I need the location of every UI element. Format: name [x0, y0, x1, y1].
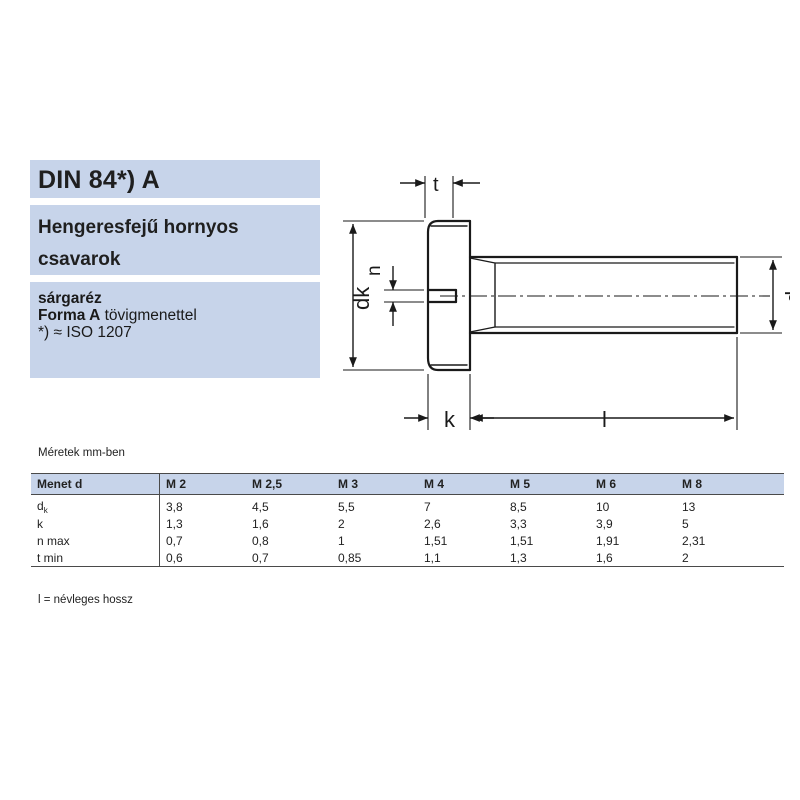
- table-cell: 2: [676, 549, 784, 567]
- table-cell: 13: [682, 499, 696, 514]
- row-label-subscript: k: [43, 505, 48, 515]
- screw-technical-drawing: t n dk d k l: [343, 174, 790, 432]
- table-cell: 0,85: [332, 549, 418, 567]
- column-header: M 2,5: [246, 473, 332, 495]
- table-row: k 1,3 1,6 2 2,6 3,3 3,9 5: [31, 515, 784, 532]
- table-header-row: Menet d M 2 M 2,5 M 3 M 4 M 5 M 6 M 8: [31, 473, 784, 495]
- table-row: t min 0,6 0,7 0,85 1,1 1,3 1,6 2: [31, 549, 784, 567]
- label-dk: dk: [349, 286, 374, 310]
- row-label-main: d: [37, 498, 44, 513]
- table-cell: 2: [338, 516, 345, 531]
- table-row: dk 3,8 4,5 5,5 7 8,5 10 13: [31, 494, 784, 515]
- table-cell: 1,51: [424, 533, 448, 548]
- spec-panel: sárgaréz Forma A tövigmenettel *) ≈ ISO …: [30, 282, 320, 378]
- table-cell: 0,8: [252, 533, 269, 548]
- standard-title: DIN 84*) A: [38, 166, 160, 194]
- label-t: t: [433, 174, 439, 196]
- footnote: l = névleges hossz: [38, 594, 133, 606]
- label-n: n: [364, 265, 385, 276]
- table-cell: 3,3: [510, 516, 527, 531]
- row-label: k: [31, 515, 160, 532]
- table-cell: 4,5: [252, 499, 269, 514]
- table-cell: 10: [596, 499, 610, 514]
- label-d: d: [781, 291, 790, 303]
- product-name-line2: csavarok: [38, 249, 121, 270]
- iso-reference: *) ≈ ISO 1207: [38, 324, 132, 341]
- table-cell: 7: [424, 499, 431, 514]
- table-cell: 0,7: [246, 549, 332, 567]
- table-header-label: Menet d: [31, 473, 160, 495]
- label-l: l: [602, 407, 607, 432]
- column-header: M 2: [159, 473, 246, 495]
- title-panel: DIN 84*) A: [30, 160, 320, 198]
- table-cell: 2,6: [424, 516, 441, 531]
- row-label: t min: [31, 549, 160, 567]
- dimensions-table: Menet d M 2 M 2,5 M 3 M 4 M 5 M 6 M 8 dk…: [31, 473, 784, 567]
- form-description: tövigmenettel: [100, 307, 197, 324]
- table-cell: 0,6: [159, 549, 246, 567]
- table-cell: 5,5: [338, 499, 355, 514]
- form-label: Forma A: [38, 307, 101, 324]
- column-header: M 4: [418, 473, 504, 495]
- table-cell: 1,3: [166, 516, 183, 531]
- table-row: n max 0,7 0,8 1 1,51 1,51 1,91 2,31: [31, 532, 784, 549]
- table-cell: 3,8: [166, 499, 183, 514]
- table-cell: 1,51: [510, 533, 534, 548]
- table-cell: 1: [338, 533, 345, 548]
- table-cell: 5: [682, 516, 689, 531]
- table-cell: 1,1: [418, 549, 504, 567]
- table-cell: 1,3: [504, 549, 590, 567]
- table-cell: 8,5: [510, 499, 527, 514]
- form-line: Forma A tövigmenettel: [38, 307, 320, 324]
- table-cell: 1,91: [596, 533, 620, 548]
- table-cell: 1,6: [252, 516, 269, 531]
- table-cell: 3,9: [596, 516, 613, 531]
- product-name-line1: Hengeresfejű hornyos: [38, 217, 239, 238]
- column-header: M 8: [676, 473, 784, 495]
- row-label: n max: [31, 532, 160, 549]
- material-label: sárgaréz: [38, 290, 102, 307]
- product-name-panel: Hengeresfejű hornyos csavarok: [30, 205, 320, 275]
- column-header: M 3: [332, 473, 418, 495]
- column-header: M 6: [590, 473, 676, 495]
- units-note: Méretek mm-ben: [38, 447, 125, 459]
- row-label: dk: [31, 494, 160, 515]
- column-header: M 5: [504, 473, 590, 495]
- table-cell: 0,7: [166, 533, 183, 548]
- table-cell: 2,31: [682, 533, 706, 548]
- label-k: k: [444, 407, 456, 432]
- table-cell: 1,6: [590, 549, 676, 567]
